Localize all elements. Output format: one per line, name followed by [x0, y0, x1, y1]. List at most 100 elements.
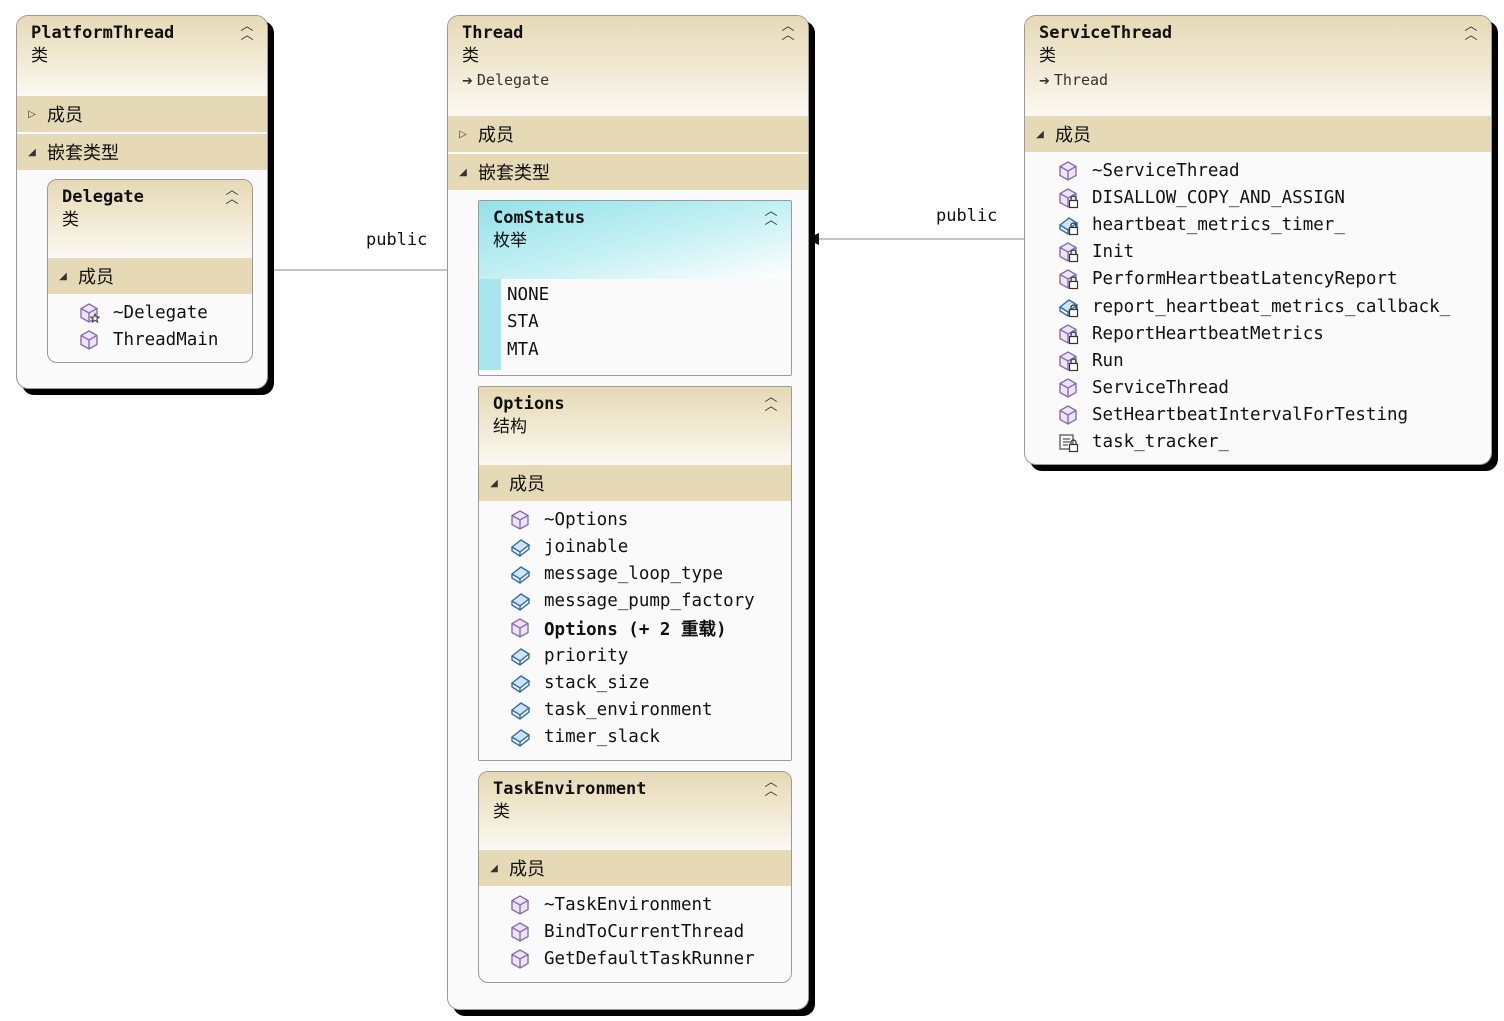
- member-name: priority: [544, 645, 629, 666]
- virtual-method-icon: [80, 302, 100, 323]
- member-item[interactable]: message_loop_type: [509, 560, 791, 587]
- section-label: 成员: [47, 105, 83, 126]
- member-name: ~TaskEnvironment: [544, 894, 713, 915]
- member-item[interactable]: ~ServiceThread: [1057, 157, 1491, 184]
- member-name: task_environment: [544, 699, 713, 720]
- enum-kind: 枚举: [493, 231, 527, 251]
- collapse-triangle-icon: ◢: [59, 270, 67, 282]
- connector-label-left: public: [366, 230, 428, 250]
- class-platformthread[interactable]: PlatformThread 类 ︿︿ ▷成员 ◢嵌套类型 Delegate 类…: [16, 15, 268, 389]
- collapse-triangle-icon: ◢: [490, 477, 498, 489]
- private-field-icon: [1059, 298, 1079, 317]
- section-members[interactable]: ◢成员: [1025, 116, 1491, 152]
- member-name: stack_size: [544, 672, 650, 693]
- collapse-triangle-icon: ◢: [1036, 128, 1044, 140]
- collapse-icon[interactable]: ︿︿: [764, 775, 778, 799]
- field-icon: [511, 729, 530, 747]
- enum-value[interactable]: STA: [507, 312, 539, 333]
- nested-enum-comstatus[interactable]: ComStatus 枚举 ︿︿ NONE STA MTA: [478, 200, 792, 376]
- member-item[interactable]: task_tracker_: [1057, 429, 1491, 456]
- class-kind: 类: [493, 802, 510, 822]
- section-label: 嵌套类型: [478, 163, 550, 184]
- inherits-arrow-icon: ➔: [1039, 74, 1050, 89]
- section-nested-types[interactable]: ◢嵌套类型: [448, 154, 808, 190]
- member-name: GetDefaultTaskRunner: [544, 948, 755, 969]
- member-item[interactable]: SetHeartbeatIntervalForTesting: [1057, 402, 1491, 429]
- collapse-icon[interactable]: ︿︿: [781, 19, 795, 43]
- enum-value[interactable]: MTA: [507, 339, 539, 360]
- member-item[interactable]: DISALLOW_COPY_AND_ASSIGN: [1057, 184, 1491, 211]
- base-class-name: Delegate: [476, 71, 550, 89]
- private-method-icon: [1059, 242, 1079, 263]
- platformthread-header: PlatformThread 类 ︿︿: [17, 16, 267, 96]
- delegate-header: Delegate 类 ︿︿: [48, 180, 252, 258]
- member-item[interactable]: joinable: [509, 533, 791, 560]
- member-name: ServiceThread: [1092, 378, 1229, 399]
- member-name: DISALLOW_COPY_AND_ASSIGN: [1092, 187, 1345, 208]
- method-icon: [1059, 160, 1077, 181]
- section-members[interactable]: ◢成员: [479, 850, 791, 886]
- method-icon: [80, 330, 98, 350]
- private-method-icon: [1059, 324, 1079, 344]
- private-field-icon: [1059, 217, 1079, 236]
- section-members[interactable]: ◢ 成员: [479, 465, 791, 501]
- section-label: 嵌套类型: [47, 143, 119, 164]
- member-item[interactable]: ServiceThread: [1057, 375, 1491, 402]
- member-item[interactable]: Init: [1057, 239, 1491, 266]
- field-icon: [511, 647, 530, 666]
- nested-struct-options[interactable]: Options 结构 ︿︿ ◢ 成员 ~Options joinable mess…: [478, 386, 792, 761]
- member-item[interactable]: Options (+ 2 重载): [509, 615, 791, 642]
- member-item[interactable]: ~Delegate: [78, 299, 252, 326]
- collapse-icon[interactable]: ︿︿: [1464, 19, 1478, 43]
- comstatus-header: ComStatus 枚举 ︿︿: [479, 201, 791, 279]
- member-name: timer_slack: [544, 727, 660, 748]
- class-kind: 类: [31, 46, 48, 66]
- enum-accent-bar: [479, 279, 501, 370]
- member-item[interactable]: heartbeat_metrics_timer_: [1057, 211, 1491, 238]
- member-name: ThreadMain: [113, 329, 219, 350]
- member-name: Init: [1092, 242, 1135, 263]
- member-item[interactable]: message_pump_factory: [509, 588, 791, 615]
- section-label: 成员: [78, 267, 114, 288]
- member-item[interactable]: report_heartbeat_metrics_callback_: [1057, 293, 1491, 320]
- collapse-icon[interactable]: ︿︿: [225, 183, 239, 207]
- member-item[interactable]: priority: [509, 642, 791, 669]
- member-name: Options (+ 2 重载): [544, 619, 727, 640]
- private-method-icon: [1059, 188, 1079, 208]
- nested-class-taskenvironment[interactable]: TaskEnvironment 类 ︿︿ ◢成员 ~TaskEnvironmen…: [478, 771, 792, 983]
- section-members-collapsed[interactable]: ▷成员: [17, 96, 267, 132]
- member-item[interactable]: Run: [1057, 347, 1491, 374]
- member-name: task_tracker_: [1092, 432, 1229, 453]
- enum-value[interactable]: NONE: [507, 284, 550, 305]
- class-kind: 类: [1039, 46, 1056, 66]
- private-property-icon: [1059, 434, 1079, 453]
- method-icon: [1059, 405, 1077, 425]
- method-icon: [511, 509, 529, 530]
- member-name: report_heartbeat_metrics_callback_: [1092, 296, 1451, 317]
- section-members[interactable]: ◢ 成员: [48, 258, 252, 294]
- member-item[interactable]: ~Options: [509, 506, 791, 533]
- class-name: TaskEnvironment: [493, 779, 647, 799]
- class-thread[interactable]: Thread 类 ➔Delegate ︿︿ ▷成员 ◢嵌套类型 ComStatu…: [447, 15, 809, 1010]
- collapse-icon[interactable]: ︿︿: [240, 19, 254, 43]
- struct-kind: 结构: [493, 417, 527, 437]
- expand-triangle-icon: ▷: [459, 128, 467, 140]
- collapse-icon[interactable]: ︿︿: [764, 204, 778, 228]
- struct-name: Options: [493, 394, 565, 414]
- member-item[interactable]: timer_slack: [509, 724, 791, 751]
- section-nested-types[interactable]: ◢嵌套类型: [17, 134, 267, 170]
- section-label: 成员: [509, 474, 545, 495]
- member-item[interactable]: GetDefaultTaskRunner: [509, 945, 791, 972]
- member-name: ~ServiceThread: [1092, 160, 1240, 181]
- class-servicethread[interactable]: ServiceThread 类 ➔Thread ︿︿ ◢成员 ~ServiceT…: [1024, 15, 1492, 465]
- nested-class-delegate[interactable]: Delegate 类 ︿︿ ◢ 成员 ~Delegate ThreadMain: [47, 179, 253, 363]
- section-members-collapsed[interactable]: ▷成员: [448, 116, 808, 152]
- member-item[interactable]: stack_size: [509, 669, 791, 696]
- member-item[interactable]: ReportHeartbeatMetrics: [1057, 320, 1491, 347]
- member-item[interactable]: BindToCurrentThread: [509, 918, 791, 945]
- member-item[interactable]: task_environment: [509, 696, 791, 723]
- collapse-icon[interactable]: ︿︿: [764, 390, 778, 414]
- member-item[interactable]: PerformHeartbeatLatencyReport: [1057, 266, 1491, 293]
- member-item[interactable]: ~TaskEnvironment: [509, 891, 791, 918]
- member-item[interactable]: ThreadMain: [78, 326, 252, 353]
